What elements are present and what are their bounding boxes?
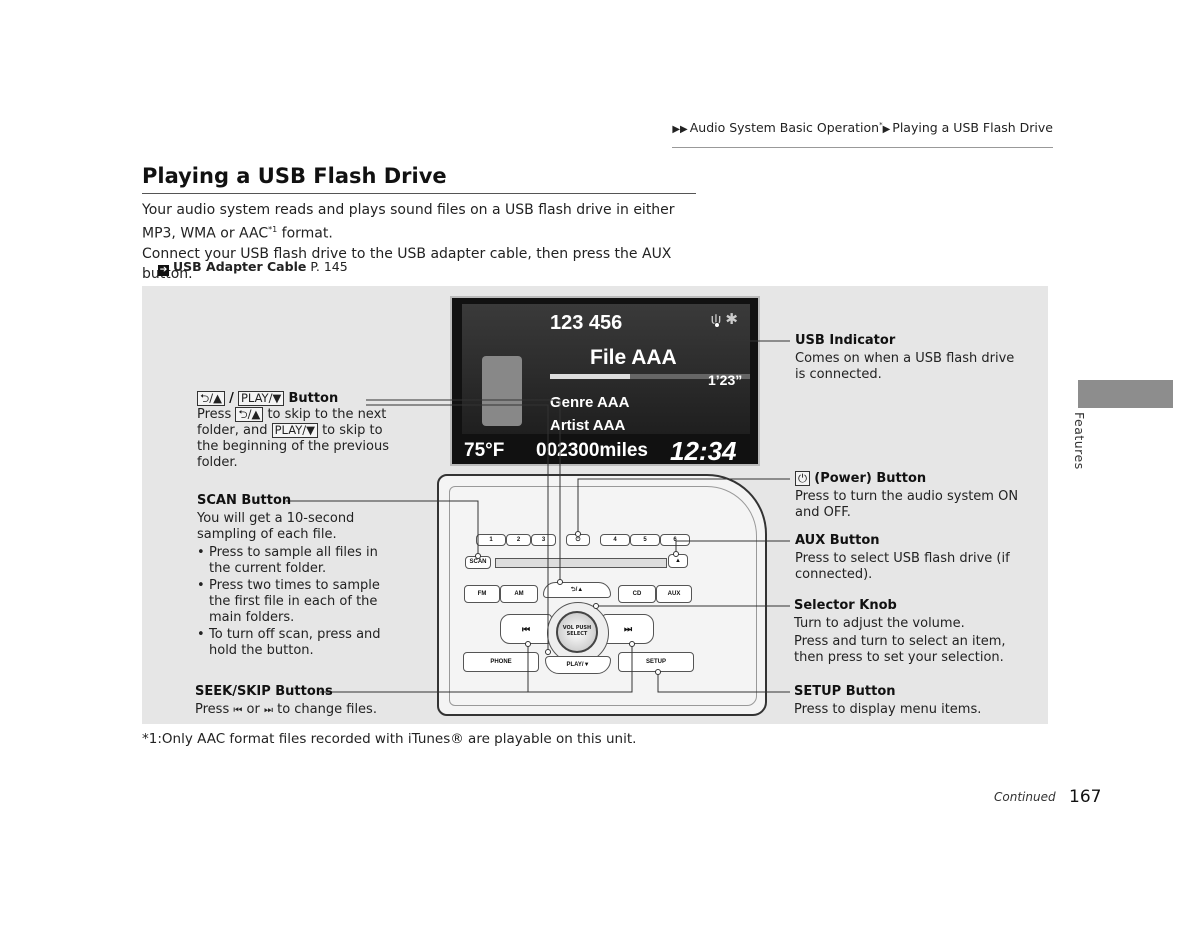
section-label: Features (1072, 412, 1087, 470)
callout-title: USB Indicator (795, 333, 896, 348)
usb-symbol-icon (482, 356, 522, 426)
back-key-inline: ⮌/▲ (235, 407, 264, 422)
breadcrumb-item-usb[interactable]: Playing a USB Flash Drive (892, 120, 1053, 135)
callout-title: SETUP Button (794, 684, 896, 699)
intro-paragraph-2: Connect your USB flash drive to the USB … (142, 245, 672, 282)
footnote: *1:Only AAC format files recorded with i… (142, 731, 637, 747)
cd-slot (495, 558, 667, 568)
list-item: Press to sample all files in the current… (197, 545, 397, 577)
callout-back-play: ⮌/▲ / PLAY/▼ Button Press ⮌/▲ to skip to… (197, 391, 390, 470)
selector-knob[interactable]: VOL PUSH SELECT (556, 611, 598, 653)
outside-temperature: 75°F (464, 440, 505, 461)
breadcrumb-item-audio-basic[interactable]: Audio System Basic Operation (689, 120, 880, 135)
usb-bluetooth-icons: ψ ✱ (710, 311, 738, 328)
back-folder-button[interactable]: ⮌/▲ (543, 582, 611, 598)
callout-title: (Power) Button (814, 471, 927, 486)
screen-upper-area: 123 456 ψ ✱ File AAA 1’23” Genre AAA Art… (462, 304, 750, 434)
skip-forward-icon: ⏭ (263, 705, 273, 716)
odometer: 002300miles (536, 440, 648, 461)
scan-button[interactable]: SCAN (465, 556, 491, 569)
callout-title: SCAN Button (197, 493, 292, 508)
progress-fill (550, 374, 630, 379)
footnote-mark: * (879, 120, 883, 129)
genre-name: Genre AAA (550, 394, 630, 411)
callout-selector-knob: Selector Knob Turn to adjust the volume.… (794, 598, 1006, 665)
skip-back-icon: ⏮ (233, 705, 243, 716)
callout-seek-skip: SEEK/SKIP Buttons Press ⏮ or ⏭ to change… (195, 684, 377, 717)
setup-button[interactable]: SETUP (618, 652, 694, 672)
seek-prev-button[interactable]: ⏮ (500, 614, 552, 644)
eject-button[interactable]: ▲ (668, 554, 688, 568)
page-title: Playing a USB Flash Drive (142, 164, 447, 188)
elapsed-time: 1’23” (708, 372, 743, 388)
play-button[interactable]: PLAY/▼ (545, 656, 611, 674)
callout-scan: SCAN Button You will get a 10-second sam… (197, 493, 397, 660)
file-name: File AAA (590, 346, 677, 369)
callout-title: AUX Button (795, 533, 880, 548)
audio-display-screen: 123 456 ψ ✱ File AAA 1’23” Genre AAA Art… (450, 296, 760, 466)
am-button[interactable]: AM (500, 585, 538, 603)
intro-paragraph-1: Your audio system reads and plays sound … (142, 202, 675, 242)
progress-bar (550, 374, 750, 379)
cross-reference-link[interactable]: ➔ USB Adapter Cable P. 145 (158, 259, 348, 276)
section-tab[interactable] (1078, 380, 1173, 408)
reference-arrow-icon: ➔ (158, 265, 169, 276)
screen-status-bar: 75°F 002300miles 12:34 (452, 436, 758, 466)
preset-1-button[interactable]: 1 (476, 534, 506, 546)
folder-track-count: 123 456 (550, 312, 623, 334)
callout-power: ⏻ (Power) Button Press to turn the audio… (795, 471, 1019, 520)
power-button[interactable]: ⏻ (566, 534, 590, 546)
double-arrow-icon: ▶▶ (672, 124, 688, 135)
play-key-inline: PLAY/▼ (271, 423, 318, 438)
preset-6-button[interactable]: 6 (660, 534, 690, 546)
callout-title: Selector Knob (794, 598, 897, 613)
fm-button[interactable]: FM (464, 585, 500, 603)
header-divider (672, 147, 1053, 148)
clock: 12:34 (670, 436, 737, 466)
intro-text: Your audio system reads and plays sound … (142, 200, 702, 284)
play-key-label: PLAY/▼ (237, 391, 285, 406)
breadcrumb: ▶▶Audio System Basic Operation*▶Playing … (672, 120, 1053, 135)
cd-button[interactable]: CD (618, 585, 656, 603)
callout-setup: SETUP Button Press to display menu items… (794, 684, 982, 717)
aux-button[interactable]: AUX (656, 585, 692, 603)
seek-next-button[interactable]: ⏭ (602, 614, 654, 644)
page-number: 167 (1069, 787, 1102, 807)
power-icon: ⏻ (795, 471, 811, 486)
preset-4-button[interactable]: 4 (600, 534, 630, 546)
reference-label: USB Adapter Cable (173, 259, 307, 274)
reference-page: P. 145 (310, 259, 348, 274)
title-underline (142, 193, 696, 194)
callout-usb-indicator: USB Indicator Comes on when a USB flash … (795, 333, 1015, 382)
list-item: To turn off scan, press and hold the but… (197, 627, 397, 659)
continued-label: Continued (994, 790, 1056, 804)
arrow-icon: ▶ (882, 124, 891, 135)
list-item: Press two times to sample the first file… (197, 578, 397, 626)
scan-bullet-list: Press to sample all files in the current… (197, 545, 397, 659)
preset-3-button[interactable]: 3 (531, 534, 556, 546)
callout-title: SEEK/SKIP Buttons (195, 684, 333, 699)
artist-name: Artist AAA (550, 417, 626, 434)
preset-5-button[interactable]: 5 (630, 534, 660, 546)
preset-2-button[interactable]: 2 (506, 534, 531, 546)
back-key-label: ⮌/▲ (197, 391, 225, 406)
phone-button[interactable]: PHONE (463, 652, 539, 672)
callout-aux: AUX Button Press to select USB flash dri… (795, 533, 1010, 582)
